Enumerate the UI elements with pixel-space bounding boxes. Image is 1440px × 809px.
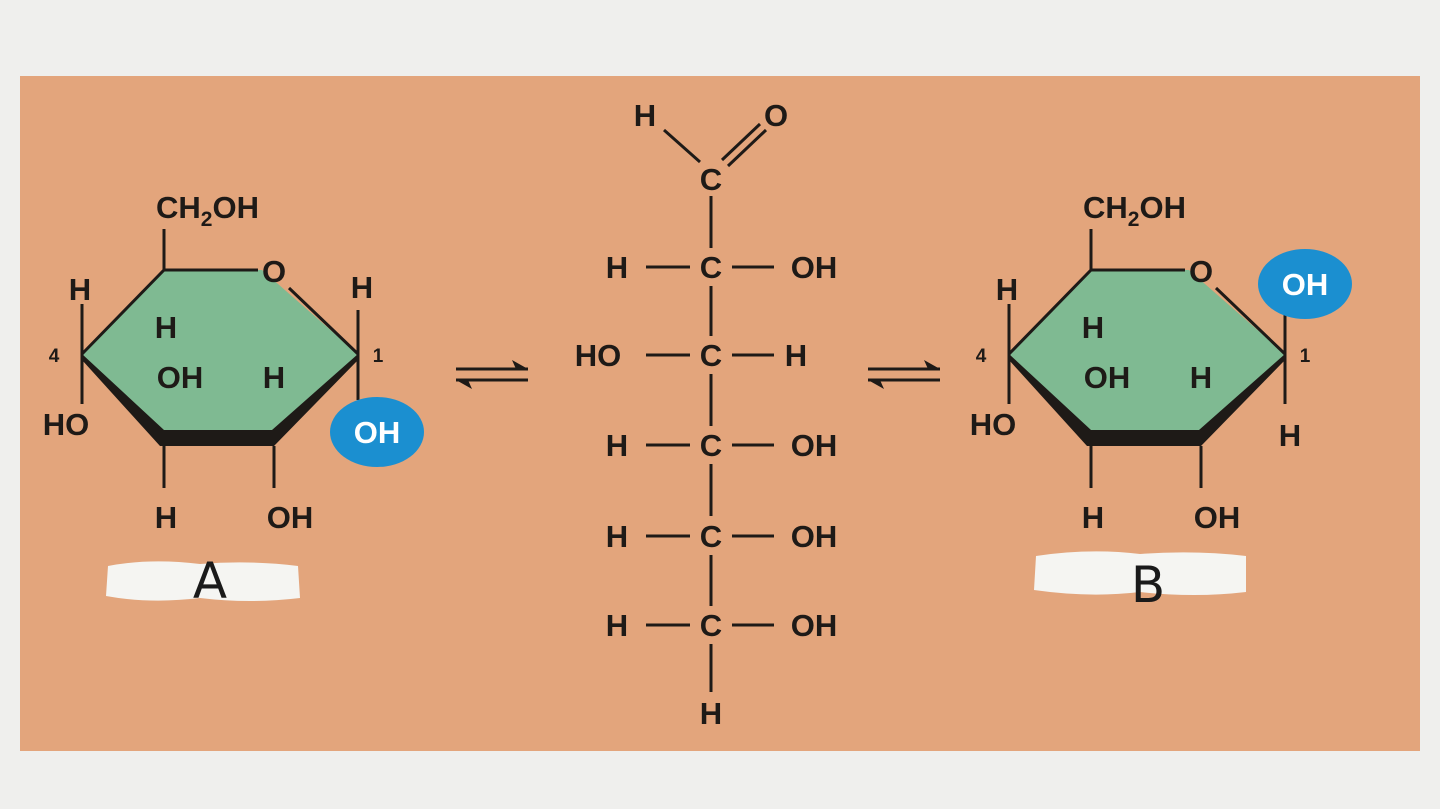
ring-a-lower-right-oh: OH bbox=[267, 500, 314, 535]
ring-b-highlight-oval bbox=[1258, 249, 1352, 319]
chain-row4-right: OH bbox=[791, 519, 838, 554]
ring-b-group: CH2OH O H 4 HO H OH H OH 1 H H OH B bbox=[970, 190, 1352, 614]
chain-row1-right: OH bbox=[791, 250, 838, 285]
chain-row4-left: H bbox=[606, 519, 628, 554]
ring-b-c2-h: H bbox=[1190, 360, 1212, 395]
ring-b-c3-oh: OH bbox=[1084, 360, 1131, 395]
ring-b-lower-right-oh: OH bbox=[1194, 500, 1241, 535]
ring-b-top-edges bbox=[1007, 268, 1185, 356]
chain-row2-left: HO bbox=[575, 338, 622, 373]
ring-a-label-tape bbox=[106, 561, 300, 601]
chain-row1-carbon: C bbox=[700, 250, 722, 285]
ring-a-front-edge bbox=[82, 354, 358, 446]
right-equilibrium-arrows bbox=[868, 360, 940, 389]
ring-b-label-tape bbox=[1034, 551, 1246, 595]
chain-row4-carbon: C bbox=[700, 519, 722, 554]
ring-b-label: B bbox=[1131, 556, 1165, 614]
chain-bottom-h: H bbox=[700, 696, 722, 731]
ring-a-c4-top-h: H bbox=[69, 272, 91, 307]
ring-a-top-group: CH2OH bbox=[156, 190, 259, 231]
chain-row2-carbon: C bbox=[700, 338, 722, 373]
ring-a-c2-h: H bbox=[263, 360, 285, 395]
chain-aldehyde-c: C bbox=[700, 162, 722, 197]
ring-b-c3-top-h: H bbox=[1082, 310, 1104, 345]
chain-aldehyde-h: H bbox=[634, 98, 656, 133]
chain-co-bond-1 bbox=[720, 122, 762, 162]
ring-b-c1-bottom-h: H bbox=[1279, 418, 1301, 453]
chain-row5-left: H bbox=[606, 608, 628, 643]
ring-a-lower-left-h: H bbox=[155, 500, 177, 535]
right-arrow-back-head bbox=[868, 380, 884, 389]
open-chain-group: H O C H C OH HO C H H C OH H C OH bbox=[575, 98, 838, 731]
ring-a-oxygen: O bbox=[262, 254, 286, 289]
ring-a-c1-highlight-oh: OH bbox=[354, 415, 401, 450]
ring-a-carbon-1-number: 1 bbox=[373, 346, 384, 367]
chain-co-bond-2 bbox=[726, 128, 768, 168]
ring-a-top-edges bbox=[80, 268, 258, 356]
chain-row1-left: H bbox=[606, 250, 628, 285]
ring-b-oxygen: O bbox=[1189, 254, 1213, 289]
left-arrow-forward-head bbox=[512, 360, 528, 369]
ring-b-front-edge bbox=[1009, 354, 1285, 446]
ring-b-carbon-1-number: 1 bbox=[1300, 346, 1311, 367]
left-arrow-back-head bbox=[456, 380, 472, 389]
ring-a-group: CH2OH O H 4 HO H OH H H 1 OH H OH A bbox=[43, 190, 424, 610]
ring-a-label: A bbox=[193, 552, 227, 610]
chain-row3-carbon: C bbox=[700, 428, 722, 463]
ring-a-c3-top-h: H bbox=[155, 310, 177, 345]
ring-a-c1-top-h: H bbox=[351, 270, 373, 305]
ring-b-c4-top-h: H bbox=[996, 272, 1018, 307]
ring-b-c1-highlight-oh: OH bbox=[1282, 267, 1329, 302]
ring-b-lower-left-h: H bbox=[1082, 500, 1104, 535]
ring-b-o-c1-edge bbox=[1214, 286, 1287, 356]
ring-b-c4-bottom-ho: HO bbox=[970, 407, 1017, 442]
chain-aldehyde-o: O bbox=[764, 98, 788, 133]
chain-row2-right: H bbox=[785, 338, 807, 373]
chain-ch-bond bbox=[663, 128, 701, 164]
ring-b-hexagon bbox=[1009, 270, 1285, 438]
chain-row5-right: OH bbox=[791, 608, 838, 643]
right-arrow-forward-head bbox=[924, 360, 940, 369]
chain-row3-right: OH bbox=[791, 428, 838, 463]
chain-row5-carbon: C bbox=[700, 608, 722, 643]
ring-a-hexagon bbox=[82, 270, 358, 438]
ring-a-c3-oh: OH bbox=[157, 360, 204, 395]
ring-a-carbon-4-number: 4 bbox=[49, 346, 60, 367]
ring-a-highlight-oval bbox=[330, 397, 424, 467]
ring-b-carbon-4-number: 4 bbox=[976, 346, 987, 367]
ring-a-o-c1-edge bbox=[287, 286, 360, 356]
chain-row3-left: H bbox=[606, 428, 628, 463]
ring-b-top-group: CH2OH bbox=[1083, 190, 1186, 231]
ring-a-c4-bottom-ho: HO bbox=[43, 407, 90, 442]
left-equilibrium-arrows bbox=[456, 360, 528, 389]
